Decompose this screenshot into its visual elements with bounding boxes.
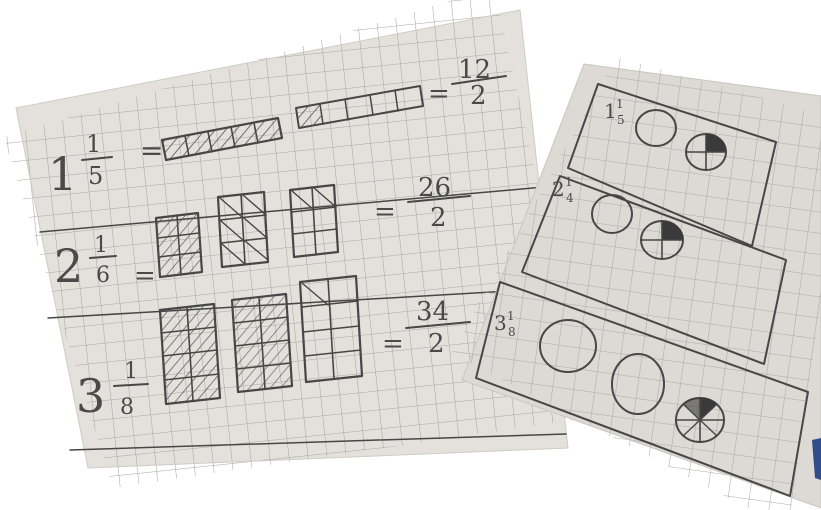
fraction-numerator: 1 (86, 130, 101, 158)
fraction-denominator: 8 (508, 325, 516, 339)
equals-sign: = (374, 197, 396, 227)
fraction-numerator: 1 (124, 359, 138, 384)
result-denominator: 2 (430, 203, 447, 233)
fraction-numerator: 1 (94, 233, 108, 258)
fraction-circle (641, 221, 683, 259)
equals-sign: = (382, 329, 404, 359)
whole-number: 1 (604, 99, 617, 123)
whole-number: 2 (54, 239, 83, 293)
fraction-denominator: 8 (120, 395, 134, 420)
equals-sign: = (140, 134, 163, 167)
fraction-denominator: 5 (617, 113, 625, 127)
result-denominator: 2 (470, 81, 487, 111)
whole-number: 3 (76, 369, 105, 423)
left-sheet: 1 1 5 = = 12 (0, 0, 590, 495)
whole-number: 1 (48, 147, 77, 201)
fraction-circle (686, 134, 726, 170)
fraction-denominator: 5 (88, 162, 103, 190)
fraction-numerator: 1 (616, 97, 624, 111)
grid-block (160, 304, 220, 404)
result-denominator: 2 (428, 329, 445, 359)
grid-block (156, 213, 202, 277)
fraction-circle (676, 398, 724, 442)
fraction-numerator: 1 (507, 309, 515, 323)
whole-number: 2 (552, 177, 565, 201)
equals-sign: = (428, 79, 450, 109)
fraction-denominator: 4 (566, 191, 574, 205)
grid-block (232, 294, 292, 392)
fraction-numerator: 1 (565, 175, 573, 189)
result-numerator: 34 (416, 297, 449, 327)
equals-sign: = (134, 261, 156, 291)
fraction-denominator: 6 (96, 263, 110, 288)
whole-number: 3 (494, 311, 507, 335)
